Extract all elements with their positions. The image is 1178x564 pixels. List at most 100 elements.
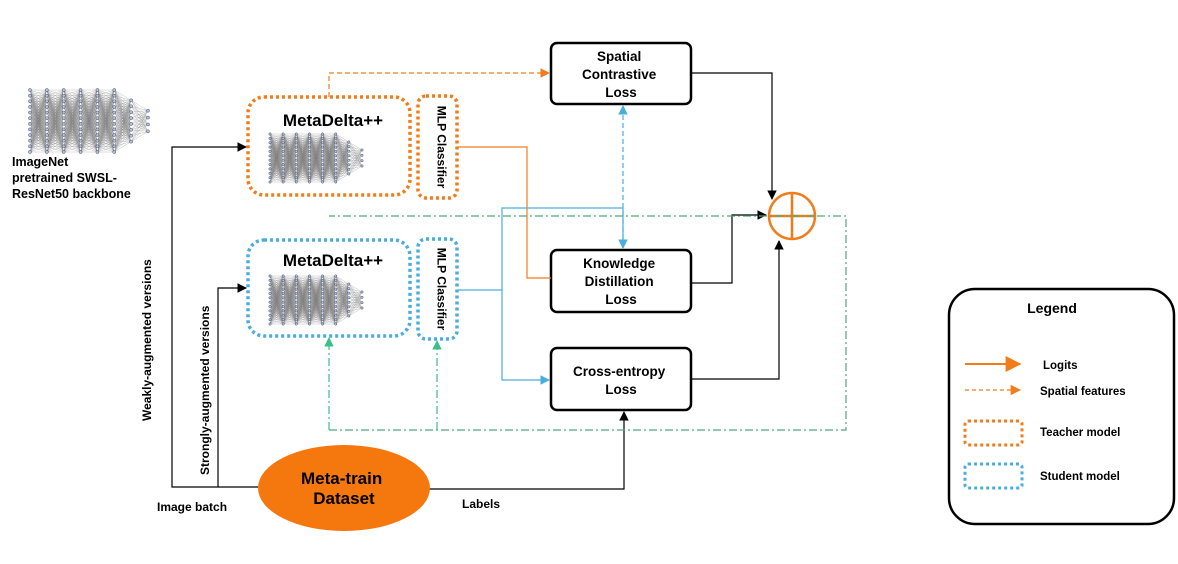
network-edge [131, 117, 149, 130]
network-edge [97, 118, 115, 153]
network-edge [46, 89, 64, 96]
network-edge [296, 275, 310, 294]
network-edge [296, 133, 310, 161]
network-node [28, 144, 32, 149]
network-node [268, 136, 272, 140]
network-edge [269, 275, 284, 320]
network-node [334, 322, 338, 326]
network-node [268, 318, 272, 322]
network-node [334, 278, 338, 282]
network-edge [322, 164, 336, 183]
network-edge [131, 106, 149, 111]
network-edge [46, 135, 64, 153]
network-edge [80, 89, 98, 113]
network-node [360, 148, 364, 152]
network-node [294, 300, 298, 304]
network-node [347, 314, 351, 318]
network-edge [63, 89, 81, 124]
network-node [334, 318, 338, 322]
network-edge [97, 89, 115, 153]
network-edge [131, 123, 149, 132]
network-node [28, 127, 32, 132]
network-edge [335, 293, 349, 325]
network-edge [97, 89, 115, 147]
network-edge [29, 112, 47, 153]
network-node [294, 150, 298, 153]
teacher-title: MetaDelta++ [283, 111, 383, 130]
network-edge [348, 297, 363, 307]
network-edge [296, 315, 310, 325]
network-edge [348, 160, 363, 167]
network-node [307, 158, 311, 162]
network-edge [296, 155, 310, 183]
network-edge [296, 133, 310, 156]
network-edge [335, 141, 349, 156]
network-edge [269, 155, 284, 183]
network-edge [296, 310, 310, 325]
network-node [321, 287, 325, 291]
network-edge [131, 129, 149, 132]
network-edge [296, 133, 310, 148]
network-edge [283, 275, 297, 307]
network-edge [97, 129, 115, 153]
network-edge [46, 146, 64, 153]
network-edge [46, 89, 64, 147]
network-edge [296, 151, 310, 183]
network-edge [335, 306, 349, 325]
network-node [281, 176, 285, 180]
network-edge [335, 151, 349, 183]
network-edge [296, 275, 310, 285]
network-node [281, 180, 285, 184]
network-edge [269, 164, 284, 183]
network-edge [97, 89, 115, 102]
network-node [146, 108, 150, 113]
network-edge [296, 133, 310, 178]
network-edge [283, 168, 297, 183]
network-edge [29, 89, 47, 153]
network-node [307, 274, 311, 278]
network-edge [63, 89, 81, 136]
network-node [347, 309, 351, 313]
network-edge [80, 89, 98, 130]
legend-logits-label: Logits [1043, 360, 1078, 372]
network-node [45, 93, 49, 98]
network-node [28, 99, 32, 104]
network-node [95, 93, 100, 98]
network-edge [283, 289, 297, 325]
network-node [45, 133, 49, 137]
network-edge [269, 138, 284, 183]
network-edge [322, 293, 336, 325]
network-node [61, 144, 66, 149]
network-node [78, 150, 83, 154]
network-edge [309, 293, 323, 325]
network-edge [283, 319, 297, 325]
network-node [334, 300, 338, 304]
network-node [146, 129, 150, 134]
network-node [334, 132, 338, 136]
network-edge [269, 133, 284, 169]
network-node [95, 99, 100, 104]
network-edge [309, 147, 323, 183]
network-node [334, 167, 338, 171]
network-edge [322, 275, 336, 298]
network-edge [322, 319, 336, 325]
spatial-contrastive-loss-label: Spatial Contrastive Loss [582, 49, 660, 100]
network-edge [114, 135, 132, 153]
network-edge [63, 146, 81, 153]
network-edge [335, 283, 349, 316]
network-node [268, 296, 272, 300]
network-edge [296, 275, 310, 307]
network-edge [131, 100, 149, 132]
network-edge [322, 138, 336, 183]
network-node [307, 145, 311, 149]
student-model-box [246, 238, 412, 338]
network-edge [131, 131, 149, 142]
network-node [321, 171, 325, 175]
network-edge [348, 146, 363, 151]
network-node [294, 322, 298, 326]
network-edge [80, 95, 98, 153]
network-edge [348, 160, 363, 165]
network-edge [131, 112, 149, 125]
network-node [347, 158, 351, 162]
network-edge [114, 141, 132, 153]
